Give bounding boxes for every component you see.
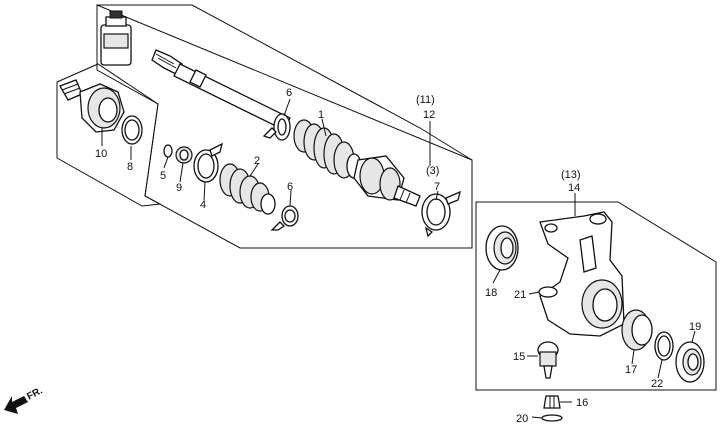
callout-11: (11) bbox=[416, 94, 435, 106]
callout-13: (13) bbox=[561, 169, 581, 181]
clip-21-icon bbox=[538, 286, 558, 298]
steering-knuckle-icon bbox=[539, 211, 625, 337]
hub-bearing-17-icon bbox=[621, 309, 653, 351]
driveshaft-frame-top bbox=[97, 4, 473, 161]
callout-5: 5 bbox=[160, 170, 166, 182]
outer-cv-joint-icon bbox=[353, 155, 421, 207]
inner-joint-housing-icon bbox=[59, 79, 125, 133]
boot-band-upper-icon bbox=[262, 113, 291, 141]
snap-ring-8-icon bbox=[121, 115, 143, 145]
inner-boot-icon bbox=[219, 163, 276, 215]
callout-12: 12 bbox=[423, 109, 435, 121]
callout-17: 17 bbox=[625, 364, 637, 376]
front-direction-arrow-icon bbox=[4, 396, 28, 414]
callout-2: 2 bbox=[254, 155, 260, 167]
stop-ring-5-icon bbox=[163, 144, 173, 158]
callout-3: (3) bbox=[426, 165, 439, 177]
cotter-pin-20-icon bbox=[541, 414, 563, 422]
callout-9: 9 bbox=[176, 182, 182, 194]
snap-ring-22-icon bbox=[654, 331, 674, 361]
callout-20: 20 bbox=[516, 413, 528, 425]
dust-seal-19-icon bbox=[675, 341, 705, 383]
callout-6-lower: 6 bbox=[287, 181, 293, 193]
callout-6-upper: 6 bbox=[286, 87, 292, 99]
callout-10: 10 bbox=[95, 148, 107, 160]
outer-boot-icon bbox=[293, 119, 362, 179]
knuckle-assembly-frame bbox=[475, 201, 717, 391]
ball-joint-15-icon bbox=[537, 341, 559, 379]
dust-seal-18-icon bbox=[485, 225, 519, 271]
callout-19: 19 bbox=[689, 321, 701, 333]
callout-4: 4 bbox=[200, 199, 206, 211]
front-direction-label: FR. bbox=[25, 385, 45, 402]
callout-1: 1 bbox=[318, 109, 324, 121]
callout-7: 7 bbox=[434, 181, 440, 193]
driveshaft-assembly-frame bbox=[96, 4, 473, 249]
callout-8: 8 bbox=[127, 161, 133, 173]
boot-band-4-icon bbox=[193, 142, 223, 183]
circlip-9-icon bbox=[175, 146, 193, 164]
castle-nut-16-icon bbox=[543, 395, 561, 409]
callout-18: 18 bbox=[485, 287, 497, 299]
set-ring-icon bbox=[421, 190, 461, 238]
grease-tube-icon bbox=[100, 10, 132, 66]
callout-15: 15 bbox=[513, 351, 525, 363]
callout-14: 14 bbox=[568, 182, 580, 194]
callout-16: 16 bbox=[576, 397, 588, 409]
inner-joint-frame bbox=[56, 63, 162, 207]
callout-21: 21 bbox=[514, 289, 526, 301]
boot-band-lower-icon bbox=[270, 205, 299, 231]
leader-lines bbox=[101, 98, 696, 419]
callout-22: 22 bbox=[651, 378, 663, 390]
halfshaft-icon bbox=[151, 49, 291, 131]
